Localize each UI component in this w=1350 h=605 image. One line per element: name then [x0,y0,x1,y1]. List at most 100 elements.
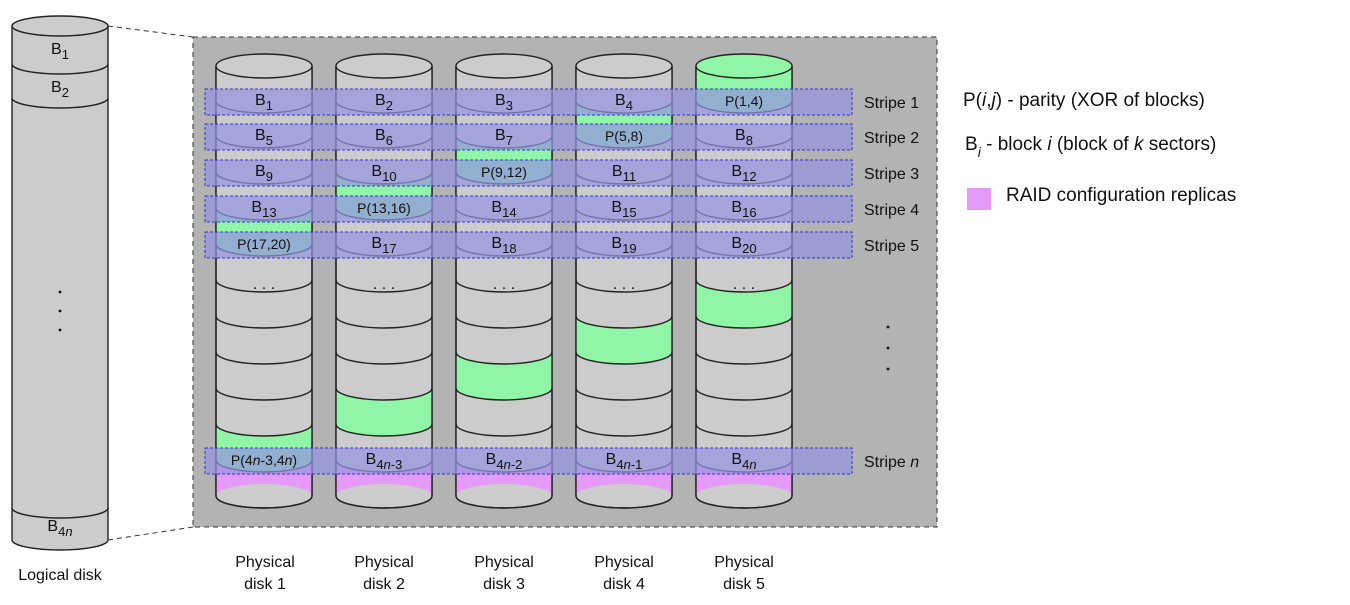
stripe-band [204,123,853,151]
parity-block [576,316,672,364]
disk-divider [215,423,313,437]
block-label: B2 [375,92,393,113]
block-label: B4n-2 [486,451,523,472]
ellipsis-dot [58,309,62,313]
physical-disk-top [695,53,793,79]
physical-disk-top [455,53,553,79]
raid-replica-swatch [967,188,991,210]
ellipsis-dot [886,367,890,371]
logical-disk-body [11,26,109,551]
disk-divider [575,387,673,401]
disk-divider [215,315,313,329]
parity-label: P(17,20) [237,236,291,252]
ellipsis-label: . . . [493,276,515,293]
physical-disks-panel [192,36,938,528]
block-label: B12 [731,163,756,184]
stripe-band [204,88,853,116]
disk-divider [695,315,793,329]
disk-edge [335,495,433,509]
legend-parity: P(i,j) - parity (XOR of blocks) [963,90,1205,111]
disk-edge [575,495,673,509]
parity-label: P(1,4) [725,93,763,109]
raid-replica-block [456,460,552,496]
block-label: B11 [612,163,636,184]
logical-disk-divider [11,507,109,519]
block-label: B10 [371,163,396,184]
logical-block-label: B2 [51,79,69,100]
block-label: B14 [491,199,516,220]
ellipsis-label: . . . [253,276,275,293]
logical-disk-divider [11,97,109,109]
disk-divider [335,279,433,293]
parity-label: P(5,8) [605,128,643,144]
parity-label: P(4n-3,4n) [231,452,297,468]
physical-disk-top [215,53,313,79]
disk-divider [335,423,433,437]
parity-label: P(9,12) [481,164,527,180]
block-label: B19 [611,235,636,256]
block-label: B4n [731,451,756,472]
disk-divider [215,387,313,401]
ellipsis-dot [58,328,62,332]
parity-block [456,352,552,400]
block-label: B4 [615,92,633,113]
block-label: B6 [375,127,393,148]
disk-edge [695,495,793,509]
logical-disk-top [11,15,109,37]
disk-divider [455,351,553,365]
legend-raid-label: RAID configuration replicas [1006,185,1237,206]
logical-block-label: B1 [51,41,69,62]
ellipsis-label: . . . [733,276,755,293]
block-label: B7 [495,127,513,148]
physical-disk-top [575,53,673,79]
block-label: B8 [735,127,753,148]
disk-divider [455,279,553,293]
logical-block-label: B4n [47,518,72,539]
stripe-band [204,159,853,187]
block-label: B4n-1 [606,451,643,472]
disk-divider [335,351,433,365]
disk-edge [455,495,553,509]
block-label: B15 [611,199,636,220]
block-label: B4n-3 [366,451,403,472]
stripe-band [204,231,853,259]
ellipsis-label: . . . [373,276,395,293]
stripe-label: Stripe 3 [864,166,919,183]
disk-divider [575,279,673,293]
physical-disk-top [335,53,433,79]
block-label: B5 [255,127,273,148]
stripe-band [204,447,853,475]
ellipsis-label: . . . [613,276,635,293]
raid-replica-block [696,460,792,496]
zoom-line [107,25,194,38]
disk-edge [215,495,313,509]
logical-disk-caption: Logical disk [18,567,102,584]
parity-block [696,280,792,328]
stripe-label: Stripe 1 [864,95,919,112]
block-label: B3 [495,92,513,113]
block-label: B17 [371,235,396,256]
disk-divider [695,423,793,437]
block-label: B20 [731,235,756,256]
stripe-label: Stripe 4 [864,202,919,219]
ellipsis-dot [886,325,890,329]
disk-divider [575,315,673,329]
block-label: B13 [251,199,276,220]
disk-divider [695,279,793,293]
disk-divider [455,315,553,329]
disk-divider [215,351,313,365]
raid-replica-block [336,460,432,496]
disk-divider [455,423,553,437]
parity-label: P(13,16) [357,200,411,216]
disk-divider [335,315,433,329]
disk-divider [215,279,313,293]
stripe-label: Stripe 5 [864,238,919,255]
disk-divider [335,387,433,401]
